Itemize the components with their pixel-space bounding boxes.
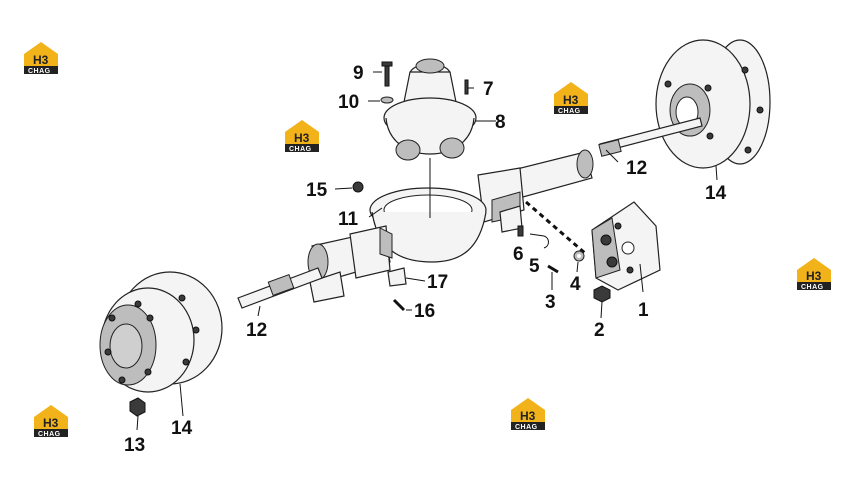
watermark-mark: H3	[33, 53, 49, 67]
watermark-logo: H3 CHAG	[554, 82, 588, 115]
callout-9: 9	[353, 63, 364, 84]
right-wheel-hub	[655, 39, 771, 169]
wheel-nut	[129, 397, 146, 417]
right-half-shaft	[598, 117, 703, 157]
callout-8: 8	[495, 112, 506, 133]
callout-13: 13	[124, 435, 145, 456]
bolt	[381, 61, 393, 87]
watermark-logo: H3 CHAG	[797, 258, 831, 291]
watermark-mark: H3	[520, 409, 536, 423]
callout-14-right: 14	[705, 183, 727, 204]
watermark-logo: H3 CHAG	[34, 405, 68, 438]
ring-washer	[573, 250, 585, 262]
callout-11: 11	[338, 209, 359, 230]
watermark-text: CHAG	[38, 431, 61, 438]
callout-17: 17	[427, 272, 448, 293]
callout-5: 5	[529, 256, 540, 277]
watermark-mark: H3	[563, 93, 579, 107]
callout-15: 15	[306, 180, 328, 201]
small-pin	[517, 225, 524, 237]
watermark-logo: H3 CHAG	[511, 398, 545, 431]
left-wheel-hub	[99, 271, 223, 393]
callout-6: 6	[513, 244, 524, 265]
callout-12-right: 12	[626, 158, 647, 179]
flange-bolt	[593, 285, 611, 303]
watermark-text: CHAG	[801, 284, 824, 291]
watermark-text: CHAG	[289, 146, 312, 153]
small-bolt	[392, 298, 406, 312]
callout-10: 10	[338, 92, 359, 113]
callout-3: 3	[545, 292, 556, 313]
watermark-mark: H3	[806, 269, 822, 283]
callout-12-left: 12	[246, 320, 267, 341]
callout-7: 7	[483, 79, 494, 100]
callout-2: 2	[594, 320, 605, 341]
differential-carrier	[383, 58, 477, 218]
shim-plate	[387, 267, 407, 287]
callout-16: 16	[414, 301, 435, 322]
watermark-text: CHAG	[28, 68, 51, 75]
pin-bolt	[547, 264, 559, 274]
callout-1: 1	[638, 300, 649, 321]
washer	[380, 96, 394, 104]
watermark-text: CHAG	[558, 108, 581, 115]
axle-housing	[307, 149, 594, 303]
callout-14-left: 14	[171, 418, 193, 439]
watermark-logo: H3 CHAG	[24, 42, 58, 75]
left-half-shaft	[237, 267, 323, 309]
retaining-clip	[529, 233, 549, 249]
watermark-mark: H3	[294, 131, 310, 145]
assembly-path	[525, 200, 587, 256]
gear-module	[591, 201, 661, 291]
nut	[352, 181, 364, 193]
watermark-mark: H3	[43, 416, 59, 430]
stud	[464, 79, 469, 95]
watermark-logo: H3 CHAG	[285, 120, 319, 153]
watermark-text: CHAG	[515, 424, 538, 431]
callout-4: 4	[570, 274, 581, 295]
